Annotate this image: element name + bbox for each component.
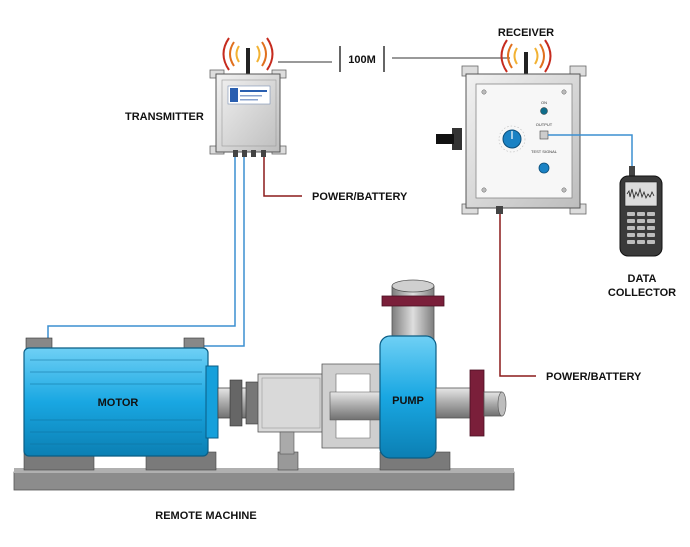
receiver-power-label: POWER/BATTERY <box>546 371 642 383</box>
receiver-faceplate <box>475 83 573 199</box>
output-cable <box>548 134 633 168</box>
motor-label: MOTOR <box>98 397 139 409</box>
data-collector-label-line2: COLLECTOR <box>608 287 676 299</box>
transmitter-antenna <box>246 48 250 74</box>
distance-marker: 100M <box>278 46 510 72</box>
receiver-output-jack[interactable] <box>539 130 549 140</box>
receiver-signal-icon <box>500 39 552 73</box>
discharge-pipe <box>391 285 435 341</box>
pump-label: PUMP <box>392 395 424 407</box>
test-signal-button[interactable] <box>538 162 550 174</box>
data-collector-keypad <box>627 212 655 244</box>
transmitter: TRANSMITTER <box>125 37 287 157</box>
distance-label: 100M <box>348 54 376 66</box>
coupling-flange-1 <box>229 379 243 427</box>
receiver-antenna <box>524 52 528 80</box>
waveform-icon <box>626 187 655 200</box>
receiver-on-led <box>540 107 548 115</box>
receiver-power-connector <box>496 206 503 214</box>
sensor-cables <box>47 157 245 347</box>
receiver-power-wire <box>499 214 536 377</box>
transmitter-power-wire <box>263 157 302 197</box>
discharge-flange <box>381 295 445 307</box>
machine-base <box>13 451 515 491</box>
data-collector-label-line1: DATA <box>628 273 657 285</box>
receiver-test-label: TEST SIGNAL <box>531 149 558 154</box>
receiver-label: RECEIVER <box>498 27 554 39</box>
transmitter-logo <box>227 85 271 105</box>
motor: MOTOR <box>23 337 219 457</box>
receiver: ON OUTPUT TEST SIGNAL RECEIVER <box>436 27 587 215</box>
transmitter-label: TRANSMITTER <box>125 111 204 123</box>
outlet-flange <box>469 369 485 437</box>
coupling <box>217 373 325 455</box>
receiver-latch <box>452 128 462 150</box>
receiver-output-label: OUTPUT <box>536 122 553 127</box>
pump: PUMP <box>321 279 507 459</box>
receiver-on-label: ON <box>541 100 547 105</box>
sensor-cable-2 <box>200 157 245 347</box>
sensor-cable-1 <box>47 157 236 338</box>
transmitter-box <box>215 73 281 153</box>
outlet-pipe-stub <box>435 387 473 419</box>
coupling-flange-2 <box>245 381 259 425</box>
transmitter-signal-icon <box>222 37 274 71</box>
remote-machine-label: REMOTE MACHINE <box>155 510 256 522</box>
motor-end-cap <box>205 365 219 439</box>
data-collector: DATA COLLECTOR <box>608 166 676 299</box>
transmitter-power-label: POWER/BATTERY <box>312 191 408 203</box>
channel-selector-knob[interactable] <box>498 125 526 153</box>
transmitter-connectors <box>233 150 266 157</box>
bearing-frame <box>257 373 325 433</box>
